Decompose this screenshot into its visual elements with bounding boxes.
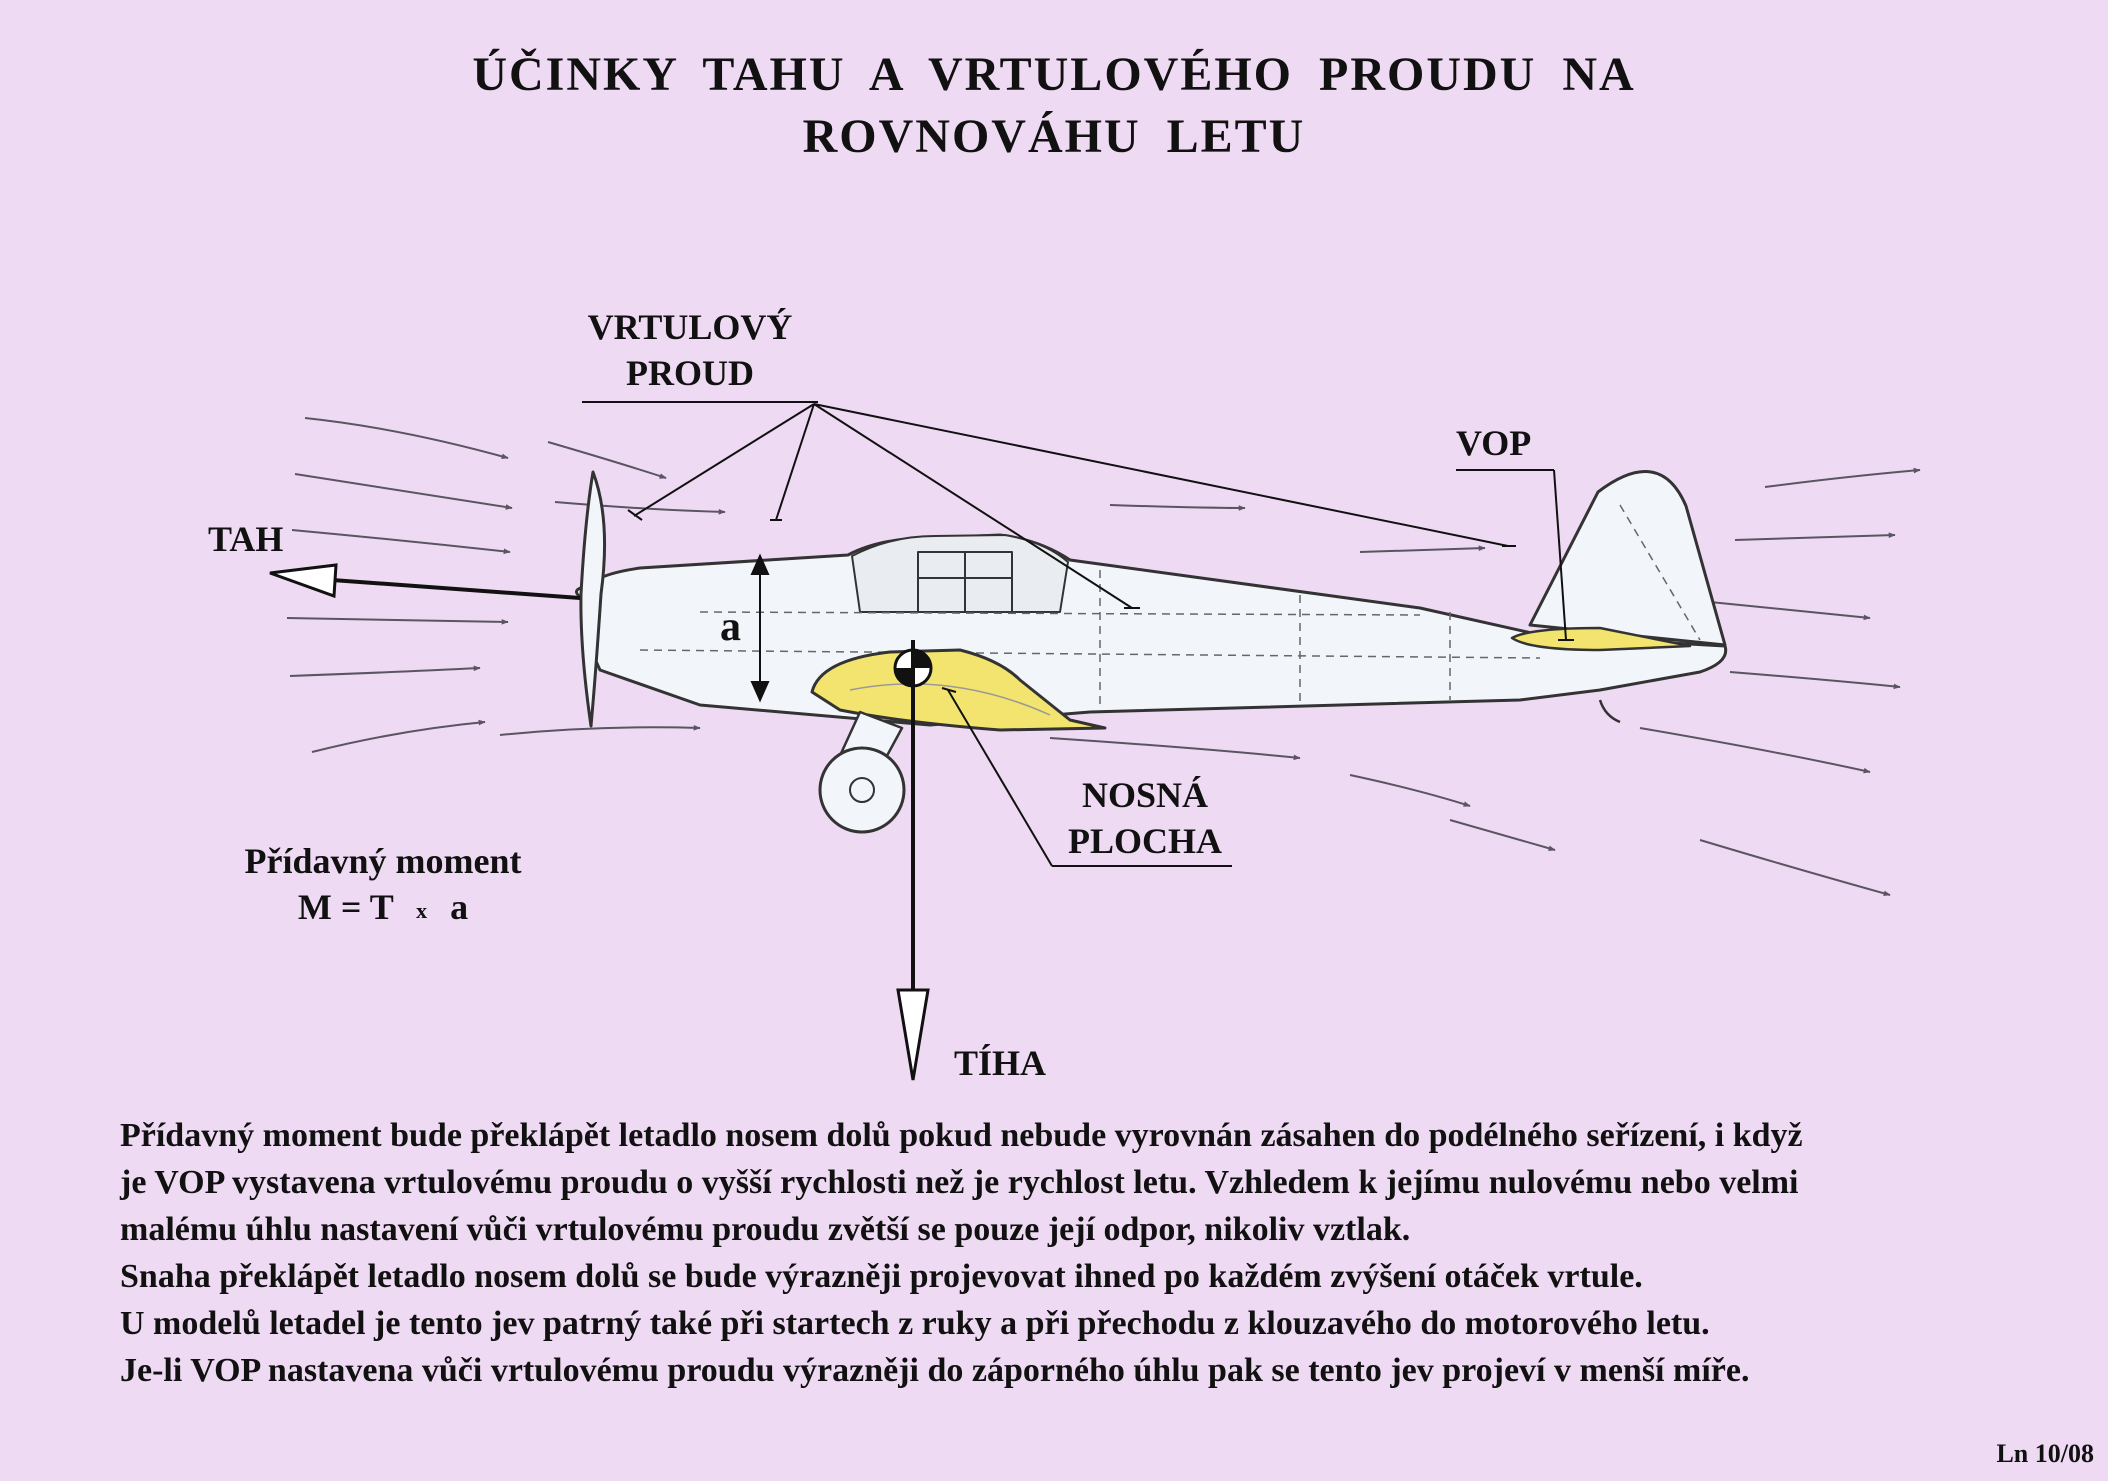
propeller-icon (579, 470, 607, 728)
flow-arrow-icon (547, 441, 667, 479)
flow-arrow-icon (1359, 545, 1486, 553)
thrust-arrow-icon (269, 563, 581, 600)
moment-formula-times: x (416, 897, 428, 923)
wing-edge (849, 683, 1051, 716)
label-prop-stream-line2: PROUD (626, 353, 754, 393)
flow-arrow-icon (1699, 839, 1891, 897)
horizontal-tail (1510, 626, 1692, 652)
explanation-line: U modelů letadel je tento jev patrný tak… (120, 1305, 1710, 1342)
moment-formula-left: M = T (297, 887, 394, 927)
explanation-line: malému úhlu nastavení vůči vrtulovému pr… (120, 1211, 1411, 1248)
label-prop-stream-line1: VRTULOVÝ (587, 307, 793, 347)
moment-formula-block: Přídavný moment M = T x a (218, 838, 548, 934)
vertical-tail (1528, 470, 1727, 647)
flow-arrow-icon (286, 617, 509, 625)
wing (810, 648, 1107, 732)
diagram-title: ÚČINKY TAHU A VRTULOVÉHO PROUDU NA ROVNO… (0, 44, 2108, 168)
explanation-line: Přídavný moment bude překlápět letadlo n… (120, 1117, 1803, 1154)
flow-arrow-icon (1109, 504, 1246, 511)
moment-formula: M = T x a (218, 884, 548, 934)
label-wing-line2: PLOCHA (1067, 821, 1222, 861)
leader-lines (582, 401, 1574, 867)
canopy-frames (917, 551, 1013, 613)
flow-arrow-icon (499, 725, 701, 736)
label-thrust: TAH (208, 519, 284, 559)
label-vop: VOP (1456, 423, 1532, 463)
flow-arrow-icon (304, 417, 509, 460)
airplane (575, 470, 1728, 834)
label-wing-line1: NOSNÁ (1081, 775, 1209, 815)
flow-arrow-icon (1639, 727, 1871, 774)
flow-arrow-icon (291, 529, 511, 555)
explanation-line: Je-li VOP nastavena vůči vrtulovému prou… (120, 1352, 1750, 1389)
title-line-1: ÚČINKY TAHU A VRTULOVÉHO PROUDU NA (472, 48, 1636, 101)
flow-arrow-icon (554, 501, 726, 515)
explanation-line: Snaha překlápět letadlo nosem dolů se bu… (120, 1258, 1643, 1295)
label-wing: NOSNÁ PLOCHA (1040, 772, 1250, 864)
moment-title: Přídavný moment (244, 841, 522, 881)
flow-arrow-icon (1349, 774, 1471, 807)
canopy (851, 534, 1069, 613)
page-code: Ln 10/08 (1996, 1439, 2094, 1468)
flow-arrow-icon (1449, 819, 1556, 851)
flow-arrow-icon (1764, 467, 1921, 488)
flow-arrow-icon (294, 473, 513, 510)
arm-dimension (750, 553, 770, 703)
weight-arrow-icon (896, 640, 930, 1081)
flow-arrow-icon (311, 719, 486, 753)
explanation-line: je VOP vystavena vrtulovému proudu o vyš… (120, 1164, 1799, 1201)
tail-wheel (1598, 699, 1621, 724)
flow-arrow-icon (1049, 737, 1301, 761)
label-weight: TÍHA (954, 1043, 1047, 1083)
moment-formula-right: a (450, 887, 469, 927)
label-arm: a (720, 604, 741, 650)
title-line-2: ROVNOVÁHU LETU (802, 110, 1306, 163)
flow-arrow-icon (1734, 532, 1896, 541)
explanation-text: Přídavný moment bude překlápět letadlo n… (120, 1112, 2040, 1394)
flow-arrow-icon (289, 665, 481, 677)
label-prop-stream: VRTULOVÝ PROUD (570, 304, 810, 396)
flow-arrow-icon (1729, 671, 1901, 690)
